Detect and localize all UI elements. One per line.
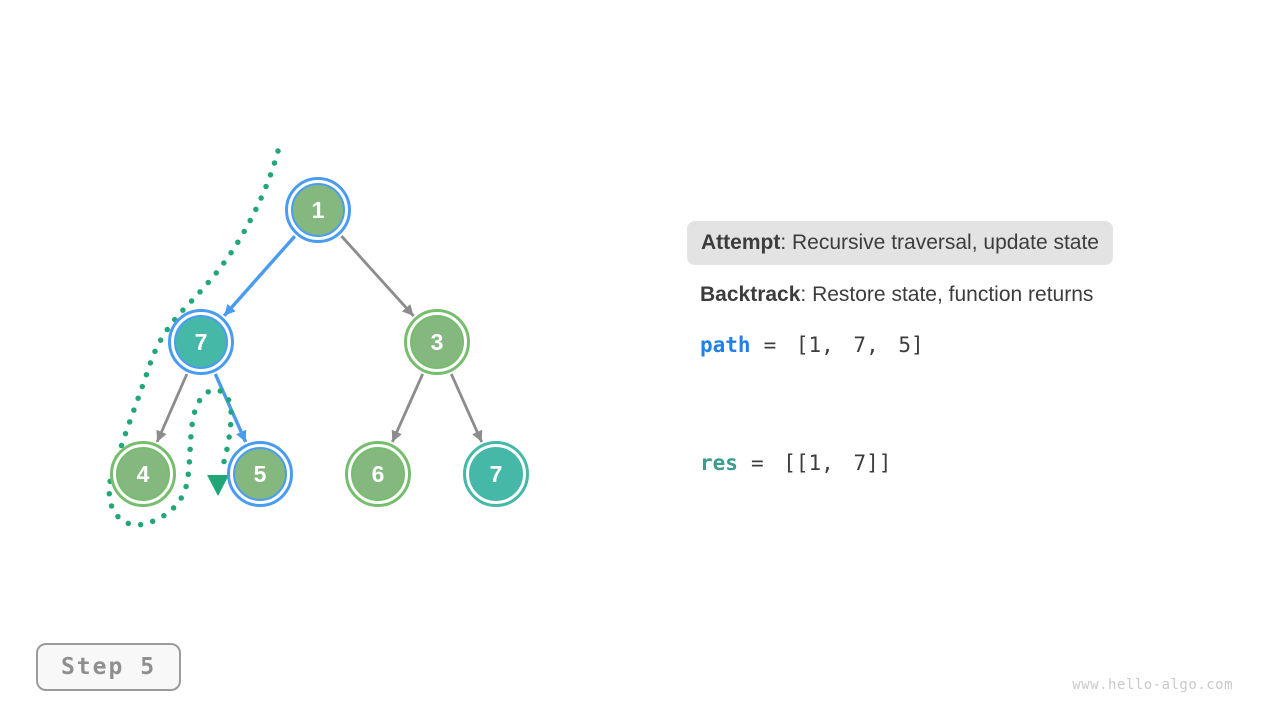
step-indicator-label: Step 5 [60, 654, 157, 680]
tree-edge-node-7-left-to-node-4 [155, 373, 189, 443]
attempt-text: : Recursive traversal, update state [780, 231, 1099, 254]
attempt-label: Attempt [701, 231, 781, 254]
path-variable-value: = [1, 7, 5] [763, 333, 924, 357]
tree-edge-node-1-to-node-3 [340, 235, 415, 317]
path-variable-name: path [700, 333, 751, 357]
tree-edge-node-3-to-node-7-right [450, 373, 483, 443]
attempt-caption: Attempt: Recursive traversal, update sta… [687, 221, 1113, 265]
tree-edge-node-7-left-to-node-5 [213, 373, 248, 443]
backtrack-label: Backtrack [700, 283, 801, 306]
watermark-text: www.hello-algo.com [1072, 677, 1233, 693]
path-variable-line: path = [1, 7, 5] [700, 333, 924, 357]
backtrack-caption: Backtrack: Restore state, function retur… [700, 283, 1093, 307]
res-variable-line: res = [[1, 7]] [700, 451, 891, 475]
tree-edge-node-1-to-node-7-left [222, 235, 297, 317]
traversal-trace-path [106, 148, 281, 528]
res-variable-value: = [[1, 7]] [750, 451, 892, 475]
res-variable-name: res [700, 451, 738, 475]
step-indicator-button[interactable]: Step 5 [36, 643, 181, 691]
tree-edge-node-3-to-node-6 [391, 373, 424, 443]
backtrack-text: : Restore state, function returns [800, 283, 1094, 306]
trace-arrowhead-icon [207, 475, 229, 496]
